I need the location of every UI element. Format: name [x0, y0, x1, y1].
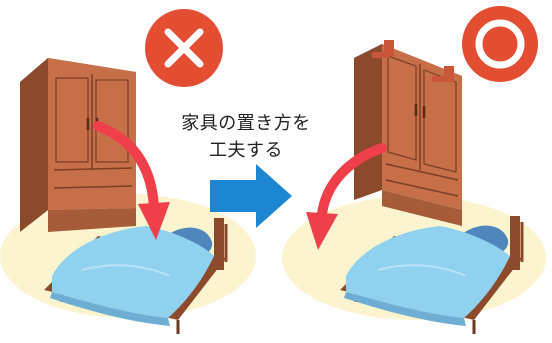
- cross-mark-icon: [145, 9, 223, 87]
- wardrobe-right: [354, 44, 462, 226]
- anchor-bracket-icon: [372, 40, 454, 82]
- right-scene: [282, 6, 546, 334]
- bed-right: [340, 216, 524, 334]
- caption-line-1: 家具の置き方を: [181, 113, 311, 134]
- bed-left: [44, 218, 228, 334]
- fall-arrow-right: [306, 143, 387, 250]
- direction-arrow: [210, 164, 292, 228]
- fall-arrow-left: [93, 121, 170, 240]
- circle-mark-icon: [462, 6, 538, 82]
- left-scene: [0, 9, 256, 334]
- wardrobe-left: [20, 58, 136, 232]
- caption: 家具の置き方を 工夫する: [166, 110, 326, 164]
- caption-line-2: 工夫する: [209, 140, 283, 161]
